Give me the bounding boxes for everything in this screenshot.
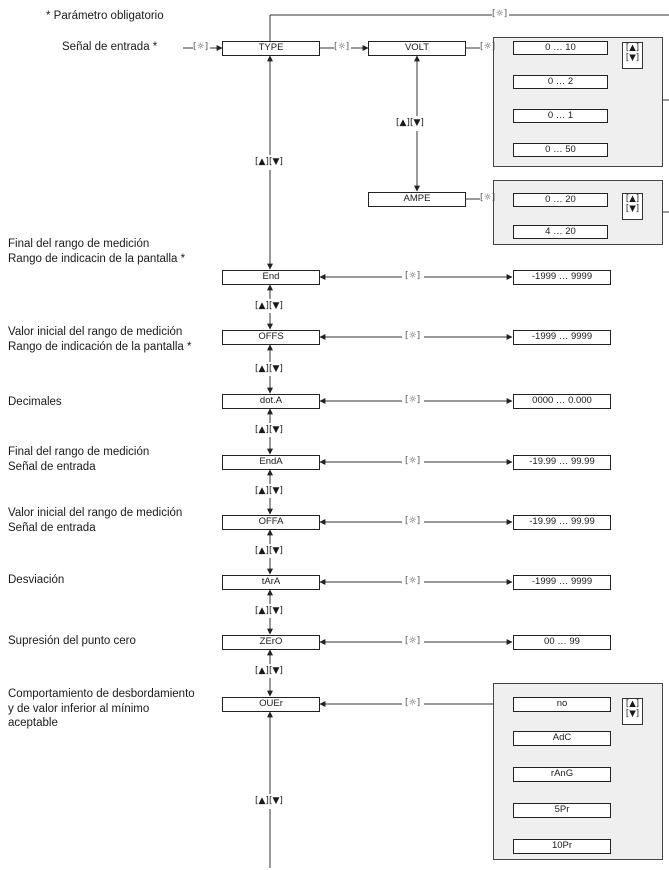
param-box-enda[interactable]: EndA — [222, 455, 320, 470]
overflow-option-10pr[interactable]: 10Pr — [513, 839, 611, 854]
param-label-enda: Final del rango de medición Señal de ent… — [8, 446, 150, 473]
ampe-panel-updown-keys: [▲] [▼] — [622, 193, 643, 220]
value-box-offs[interactable]: -1999 … 9999 — [513, 330, 611, 345]
updown-keys-enda: [▲][▼] — [255, 486, 283, 496]
type-to-end-updown-keys: [▲][▼] — [255, 157, 283, 167]
param-label-ouer: Comportamiento de desbordamiento y de va… — [8, 688, 195, 729]
overflow-option-no[interactable]: no — [513, 697, 611, 712]
volt-option-box[interactable]: VOLT — [368, 41, 466, 56]
volt-range-0-2[interactable]: 0 … 2 — [513, 75, 608, 89]
updown-keys-dota: [▲][▼] — [255, 425, 283, 435]
value-box-end[interactable]: -1999 … 9999 — [513, 270, 611, 285]
value-box-dota[interactable]: 0000 … 0.000 — [513, 394, 611, 409]
sun-key-icon: [☼] — [480, 193, 496, 203]
param-box-offa[interactable]: OFFA — [222, 515, 320, 530]
sun-key-icon: [☼] — [405, 331, 421, 341]
param-box-offs[interactable]: OFFS — [222, 330, 320, 345]
volt-panel-updown-keys: [▲] [▼] — [622, 42, 643, 69]
overflow-option-5pr[interactable]: 5Pr — [513, 803, 611, 818]
param-label-tara: Desviación — [8, 574, 65, 586]
sun-key-icon: [☼] — [405, 576, 421, 586]
volt-range-0-50[interactable]: 0 … 50 — [513, 143, 608, 157]
input-signal-label: Señal de entrada * — [62, 41, 158, 53]
overflow-option-rang[interactable]: rAnG — [513, 767, 611, 782]
param-label-offs: Valor inicial del rango de medición Rang… — [8, 326, 192, 353]
updown-keys-zero: [▲][▼] — [255, 666, 283, 676]
param-box-dota[interactable]: dot.A — [222, 394, 320, 409]
sun-key-icon: [☼] — [405, 516, 421, 526]
sun-key-icon: [☼] — [405, 456, 421, 466]
sun-key-icon: [☼] — [405, 271, 421, 281]
updown-keys-tara: [▲][▼] — [255, 606, 283, 616]
param-box-end[interactable]: End — [222, 270, 320, 285]
ampe-option-box[interactable]: AMPE — [368, 192, 466, 207]
overflow-option-adc[interactable]: AdC — [513, 731, 611, 746]
sun-key-icon: [☼] — [405, 698, 421, 708]
sun-key-icon: [☼] — [405, 636, 421, 646]
value-box-zero[interactable]: 00 … 99 — [513, 635, 611, 650]
sun-key-icon: [☼] — [405, 395, 421, 405]
updown-keys-end: [▲][▼] — [255, 301, 283, 311]
updown-keys-ouer: [▲][▼] — [255, 796, 283, 806]
value-box-enda[interactable]: -19.99 … 99.99 — [513, 455, 611, 470]
updown-keys-offs: [▲][▼] — [255, 364, 283, 374]
updown-keys-offa: [▲][▼] — [255, 546, 283, 556]
mandatory-note: * Parámetro obligatorio — [46, 10, 164, 22]
param-label-end: Final del rango de medición Rango de ind… — [8, 238, 186, 265]
sun-key-icon: [☼] — [480, 42, 496, 52]
param-label-dota: Decimales — [8, 396, 62, 408]
value-box-offa[interactable]: -19.99 … 99.99 — [513, 515, 611, 530]
sun-key-icon: [☼] — [334, 42, 350, 52]
ampe-range-0-20[interactable]: 0 … 20 — [513, 193, 608, 207]
param-box-zero[interactable]: ZErO — [222, 635, 320, 650]
param-label-zero: Supresión del punto cero — [8, 635, 136, 647]
param-box-ouer[interactable]: OUEr — [222, 697, 320, 712]
param-box-tara[interactable]: tArA — [222, 575, 320, 590]
ampe-range-4-20[interactable]: 4 … 20 — [513, 225, 608, 239]
overflow-panel-updown-keys: [▲] [▼] — [622, 698, 643, 725]
type-parameter-box[interactable]: TYPE — [222, 41, 320, 56]
volt-ampe-updown-keys: [▲][▼] — [396, 118, 424, 128]
sun-key-icon: [☼] — [193, 42, 209, 52]
sun-key-icon: [☼] — [492, 9, 508, 19]
param-label-offa: Valor inicial del rango de medición Seña… — [8, 507, 183, 534]
value-box-tara[interactable]: -1999 … 9999 — [513, 575, 611, 590]
volt-range-0-1[interactable]: 0 … 1 — [513, 109, 608, 123]
volt-range-0-10[interactable]: 0 … 10 — [513, 41, 608, 55]
